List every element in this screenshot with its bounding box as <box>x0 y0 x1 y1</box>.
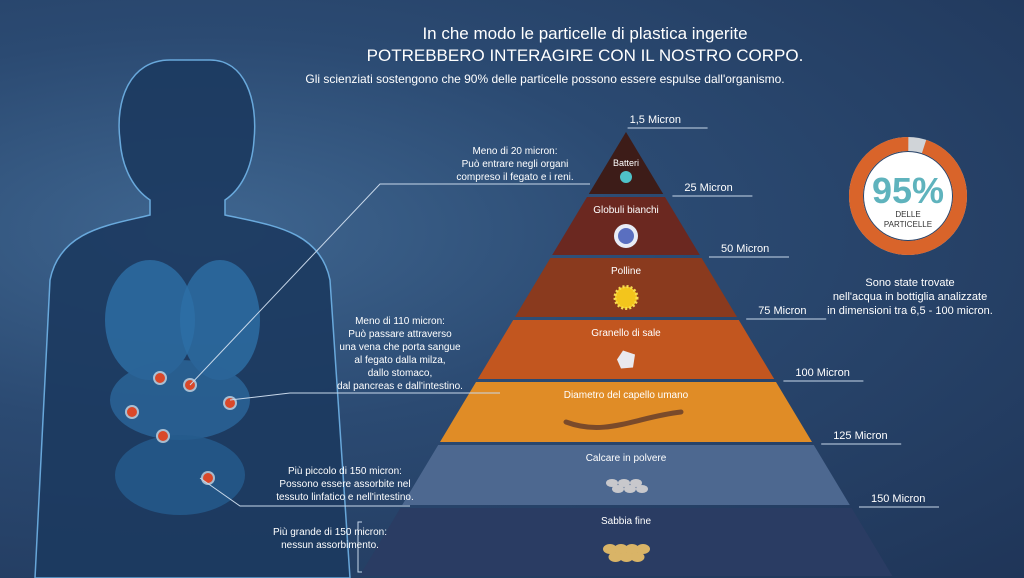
measure-label: 1,5 Micron <box>629 114 681 126</box>
measure-label: 100 Micron <box>795 367 850 379</box>
pyramid-layer <box>359 508 893 576</box>
sand-icon <box>603 544 650 562</box>
layer-label: Polline <box>610 266 642 277</box>
title-line2: POTREBBERO INTERAGIRE CON IL NOSTRO CORP… <box>366 46 804 65</box>
percentage-ring <box>849 137 967 255</box>
note-20-micron: Meno di 20 micron:Può entrare negli orga… <box>456 146 574 183</box>
pyramid-layer <box>440 382 812 442</box>
hair-icon <box>563 409 684 430</box>
layer-label: Sabbia fine <box>600 516 652 527</box>
particle-marker <box>153 371 167 385</box>
measure-label: 50 Micron <box>721 243 770 255</box>
title-line1: In che modo le particelle di plastica in… <box>422 24 748 43</box>
bacteria-icon <box>620 171 632 183</box>
measure-label: 75 Micron <box>758 305 807 317</box>
title-line3: Gli scienziati sostengono che 90% delle … <box>305 72 785 86</box>
leader-lines <box>189 183 590 573</box>
limestone-icon <box>606 479 648 493</box>
measure-label: 150 Micron <box>871 493 926 505</box>
stat-label1: DELLE <box>895 210 921 219</box>
note-110-micron: Meno di 110 micron:Può passare attravers… <box>337 316 463 392</box>
particle-marker <box>125 405 139 419</box>
pyramid-layer <box>588 132 664 194</box>
layer-label: Granello di sale <box>591 328 661 339</box>
layer-label: Globuli bianchi <box>593 205 659 216</box>
layer-label: Calcare in polvere <box>585 453 667 464</box>
note-smaller-150-micron: Più piccolo di 150 micron:Possono essere… <box>276 466 414 503</box>
white-blood-cell-icon <box>614 224 638 248</box>
stat-label2: PARTICELLE <box>883 220 933 229</box>
measure-label: 25 Micron <box>684 182 733 194</box>
particle-marker <box>201 471 215 485</box>
stat-value: 95% <box>871 170 945 211</box>
particle-marker <box>223 396 237 410</box>
layer-label: Diametro del capello umano <box>563 390 689 401</box>
measure-label: 125 Micron <box>833 430 888 442</box>
pyramid-layer <box>477 320 775 379</box>
layer-label: Batteri <box>612 158 639 168</box>
note-larger-150-micron: Più grande di 150 micron:nessun assorbim… <box>273 527 387 551</box>
pyramid-layer <box>402 445 850 505</box>
pollen-icon <box>613 285 639 310</box>
body-silhouette <box>34 59 351 578</box>
salt-grain-icon <box>617 350 635 369</box>
particle-marker <box>156 429 170 443</box>
